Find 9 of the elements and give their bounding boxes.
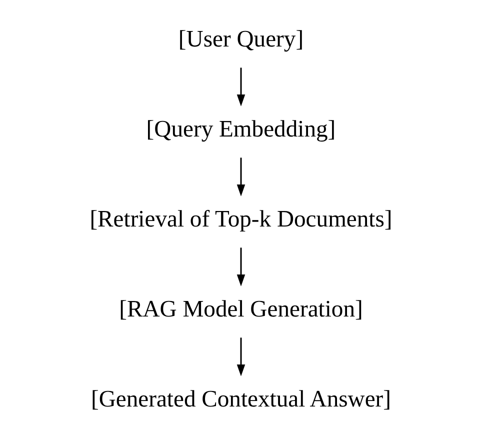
node-text: [User Query] [178, 26, 304, 53]
arrow [236, 68, 245, 106]
node-text: [Retrieval of Top-k Documents] [89, 206, 392, 233]
node-text: [Generated Contextual Answer] [90, 386, 391, 413]
node-text: [RAG Model Generation] [118, 296, 362, 323]
arrow [236, 158, 245, 196]
node-text: [Query Embedding] [146, 116, 336, 143]
arrow [236, 338, 245, 376]
arrow [236, 248, 245, 286]
